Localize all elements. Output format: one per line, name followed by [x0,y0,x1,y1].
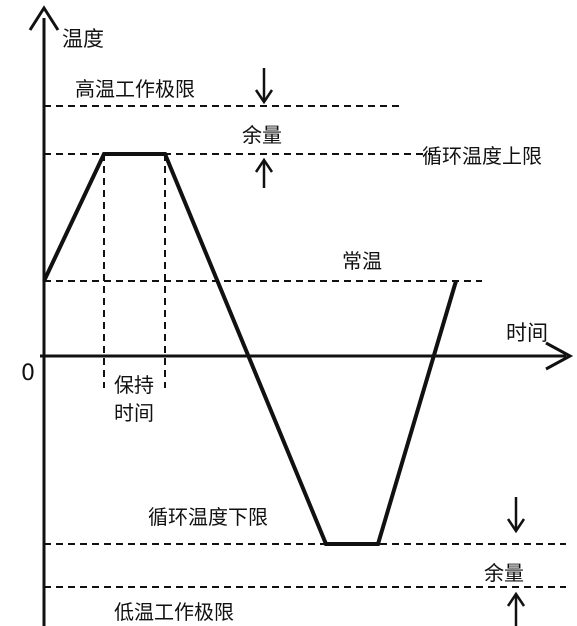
cycle-lower-label: 循环温度下限 [148,505,268,529]
margin-top-arrow-down-icon [254,68,274,105]
y-axis [28,5,60,626]
margin-top-label: 余量 [242,123,282,147]
axis-y-label: 温度 [62,27,104,51]
cycle-upper-label: 循环温度上限 [422,144,542,168]
x-axis [40,341,574,371]
margin-bottom-arrow-down-icon [506,497,526,534]
high-limit-label: 高温工作极限 [75,77,195,101]
margin-top-arrow-up-icon [254,157,274,188]
origin-label: 0 [21,361,35,386]
margin-bottom-arrow-up-icon [506,591,526,626]
room-temp-label: 常温 [342,249,382,273]
low-limit-label: 低温工作极限 [114,600,234,624]
hold-time-label-line2: 时间 [114,401,154,425]
margin-bottom-label: 余量 [484,561,524,585]
hold-time-label-line1: 保持 [114,373,154,397]
y-axis-arrowhead-icon [28,5,60,31]
temperature-profile-curve [42,152,458,546]
x-axis-arrowhead-icon [545,341,574,371]
axis-x-label: 时间 [506,321,548,345]
